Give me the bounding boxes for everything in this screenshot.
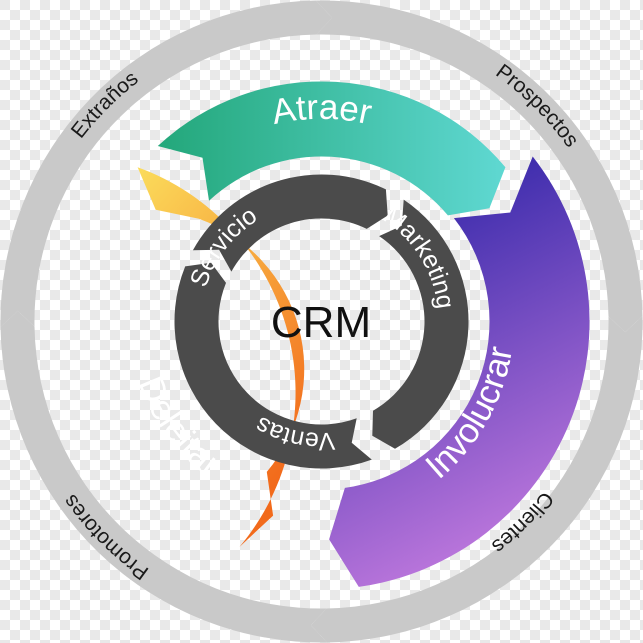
stage-arrow-deleitar: [137, 167, 305, 547]
inner-ring-segment: [174, 262, 372, 469]
inner-crm-ring: [174, 174, 469, 469]
inner-ring-segment: [372, 199, 469, 449]
outer-ring-segment: [0, 310, 328, 643]
stage-label-atraer: Atraer: [269, 88, 376, 133]
outer-ring-segment: [315, 0, 643, 333]
inner-ring-segment: [192, 174, 388, 272]
outer-ring-segment: [310, 315, 643, 643]
stage-arrow-involucrar: [329, 156, 590, 587]
stage-arrow-atraer: [157, 81, 506, 216]
outer-ring-segment: [0, 0, 333, 328]
center-label-crm: CRM: [271, 298, 371, 347]
